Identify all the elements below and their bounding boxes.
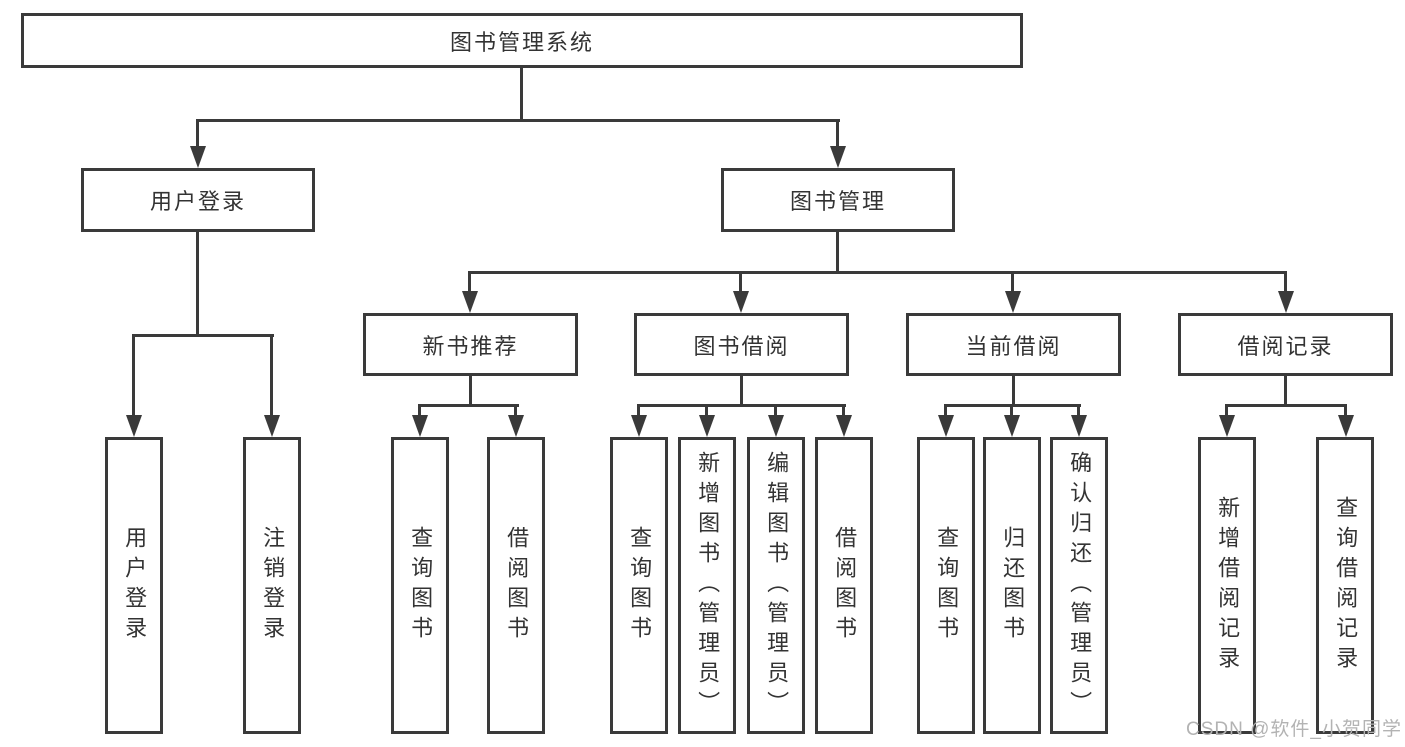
leaf-return-books: 归还图书	[983, 437, 1041, 734]
connector-line	[842, 404, 845, 418]
arrowhead-down	[1004, 415, 1020, 437]
leaf-label: 确认归还（管理员）	[1067, 450, 1093, 721]
leaf-borrow-books-recommend: 借阅图书	[487, 437, 545, 734]
connector-line	[132, 334, 135, 418]
connector-line	[197, 119, 840, 122]
connector-line	[1284, 376, 1287, 406]
leaf-label: 借阅图书	[504, 525, 530, 646]
arrowhead-down	[462, 291, 478, 313]
leaf-confirm-return-admin: 确认归还（管理员）	[1050, 437, 1108, 734]
connector-line	[1077, 404, 1080, 418]
connector-line	[418, 404, 519, 407]
leaf-query-books-current: 查询图书	[917, 437, 975, 734]
connector-line	[196, 232, 199, 336]
arrowhead-down	[1338, 415, 1354, 437]
connector-line	[944, 404, 947, 418]
connector-line	[468, 271, 471, 293]
node-new-book-recommend: 新书推荐	[363, 313, 578, 376]
connector-line	[418, 404, 421, 418]
connector-line	[836, 119, 839, 150]
node-borrow-records: 借阅记录	[1178, 313, 1393, 376]
leaf-user-login-label: 用户登录	[122, 525, 148, 646]
connector-line	[133, 334, 274, 337]
leaf-label: 新增借阅记录	[1215, 495, 1241, 676]
leaf-add-borrow-record: 新增借阅记录	[1198, 437, 1256, 734]
leaf-borrow-books: 借阅图书	[815, 437, 873, 734]
arrowhead-down	[1071, 415, 1087, 437]
connector-line	[705, 404, 708, 418]
arrowhead-down	[699, 415, 715, 437]
csdn-watermark: CSDN @软件_小贺同学	[1186, 719, 1402, 740]
leaf-label: 查询借阅记录	[1333, 495, 1359, 676]
connector-line	[469, 271, 1287, 274]
connector-line	[1011, 271, 1014, 293]
leaf-label: 归还图书	[1000, 525, 1026, 646]
leaf-logout: 注销登录	[243, 437, 301, 734]
node-root: 图书管理系统	[21, 13, 1023, 68]
connector-line	[270, 334, 273, 418]
leaf-label: 查询图书	[934, 525, 960, 646]
connector-line	[196, 119, 199, 150]
arrowhead-down	[508, 415, 524, 437]
arrowhead-down	[836, 415, 852, 437]
leaf-user-login: 用户登录	[105, 437, 163, 734]
arrowhead-down	[733, 291, 749, 313]
connector-line	[1344, 404, 1347, 418]
connector-line	[520, 68, 523, 121]
node-book-borrowing-label: 图书借阅	[693, 333, 790, 359]
node-current-borrowing: 当前借阅	[906, 313, 1121, 376]
node-user-login-group-label: 用户登录	[149, 189, 246, 214]
connector-line	[740, 376, 743, 406]
connector-line	[637, 404, 640, 418]
arrowhead-down	[938, 415, 954, 437]
connector-line	[739, 271, 742, 293]
connector-line	[1225, 404, 1228, 418]
leaf-edit-books-admin: 编辑图书（管理员）	[747, 437, 805, 734]
arrowhead-down	[190, 146, 206, 168]
arrowhead-down	[768, 415, 784, 437]
leaf-label: 编辑图书（管理员）	[764, 450, 790, 721]
connector-line	[836, 232, 839, 273]
arrowhead-down	[1278, 291, 1294, 313]
arrowhead-down	[830, 146, 846, 168]
node-book-management: 图书管理	[721, 168, 955, 232]
node-root-label: 图书管理系统	[449, 29, 594, 55]
arrowhead-down	[631, 415, 647, 437]
connector-line	[1012, 376, 1015, 406]
arrowhead-down	[412, 415, 428, 437]
connector-line	[1010, 404, 1013, 418]
leaf-label: 查询图书	[408, 525, 434, 646]
leaf-query-books-borrowing: 查询图书	[610, 437, 668, 734]
leaf-label: 借阅图书	[832, 525, 858, 646]
node-user-login-group: 用户登录	[81, 168, 315, 232]
node-book-management-label: 图书管理	[789, 189, 886, 214]
connector-line	[637, 404, 846, 407]
leaf-label: 新增图书（管理员）	[695, 450, 721, 721]
node-current-borrowing-label: 当前借阅	[965, 333, 1062, 359]
leaf-query-borrow-record: 查询借阅记录	[1316, 437, 1374, 734]
leaf-label: 查询图书	[627, 525, 653, 646]
node-book-borrowing: 图书借阅	[634, 313, 849, 376]
arrowhead-down	[1219, 415, 1235, 437]
connector-line	[469, 376, 472, 406]
node-borrow-records-label: 借阅记录	[1237, 333, 1334, 359]
connector-line	[774, 404, 777, 418]
node-new-book-recommend-label: 新书推荐	[422, 333, 519, 359]
connector-line	[514, 404, 517, 418]
leaf-logout-label: 注销登录	[260, 525, 286, 646]
connector-line	[1284, 271, 1287, 293]
arrowhead-down	[126, 415, 142, 437]
leaf-query-books-recommend: 查询图书	[391, 437, 449, 734]
connector-line	[1225, 404, 1347, 407]
leaf-add-books-admin: 新增图书（管理员）	[678, 437, 736, 734]
arrowhead-down	[264, 415, 280, 437]
arrowhead-down	[1005, 291, 1021, 313]
